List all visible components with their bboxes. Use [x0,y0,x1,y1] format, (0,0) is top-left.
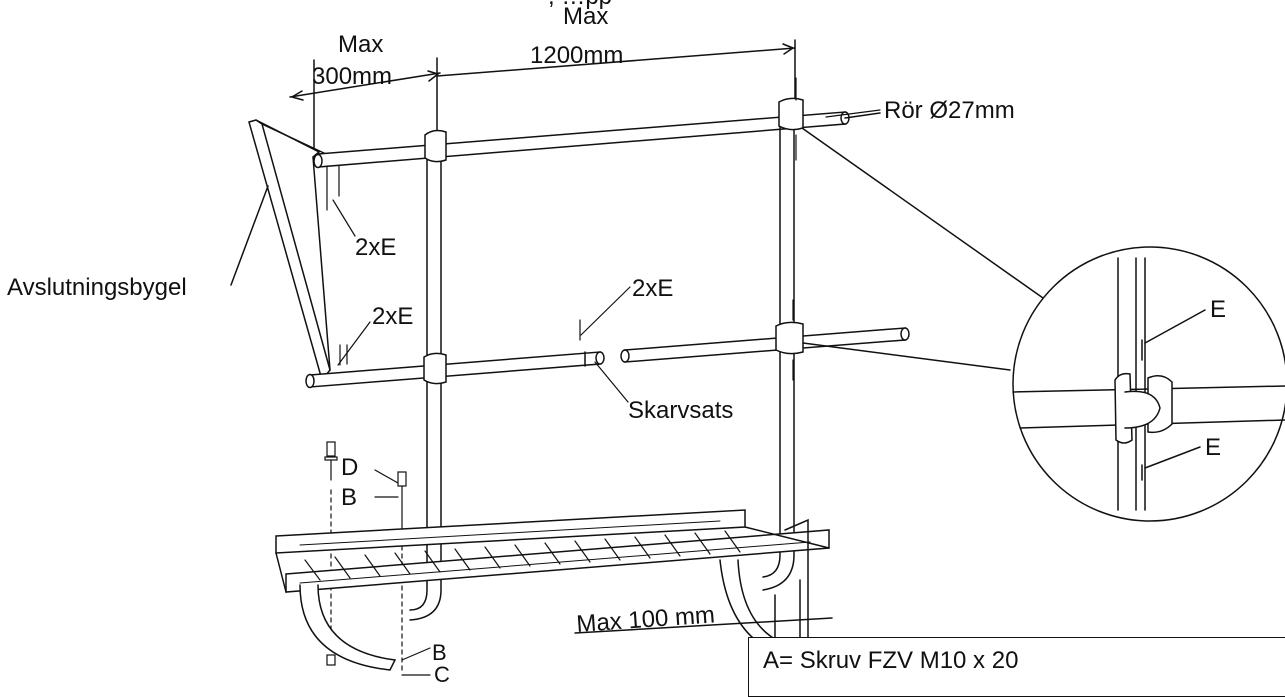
end-bracket-label: Avslutningsbygel [7,274,187,301]
part-c-label: C [434,662,450,685]
screws-e [326,77,797,381]
dim-1200-label: 1200mm [530,42,623,69]
detail-e-top-label: E [1210,296,1226,323]
screws-label-mid-left: 2xE [372,303,413,330]
max-300-title: Max [338,31,383,58]
detail-view [1012,257,1285,511]
clamps [423,97,804,385]
post-left [409,139,442,621]
middle-rail-left [305,351,605,389]
screws-label-mid: 2xE [632,275,673,302]
top-cut-text: , …pp [548,0,612,10]
legend-box: A= Skruv FZV M10 x 20 [748,637,1285,697]
part-b-top-label: B [341,484,357,511]
dim-300-label: 300mm [312,63,392,90]
splice-kit-label: Skarvsats [628,397,733,424]
max-100-label: Max 100 mm [576,601,716,638]
tube-label: Rör Ø27mm [884,97,1015,124]
screws-label-top: 2xE [355,234,396,261]
detail-e-bottom-label: E [1205,434,1221,461]
middle-rail-right [620,327,910,363]
dimension-1200 [436,39,796,138]
detail-callout [801,127,1285,522]
leaders [332,109,881,676]
part-d-label: D [341,454,358,481]
legend-line-a: A= Skruv FZV M10 x 20 [763,647,1019,674]
part-b-bottom-label: B [432,640,447,665]
max-1200-title: Max [563,3,608,30]
cable-tray [275,509,830,593]
post-right [762,103,795,591]
